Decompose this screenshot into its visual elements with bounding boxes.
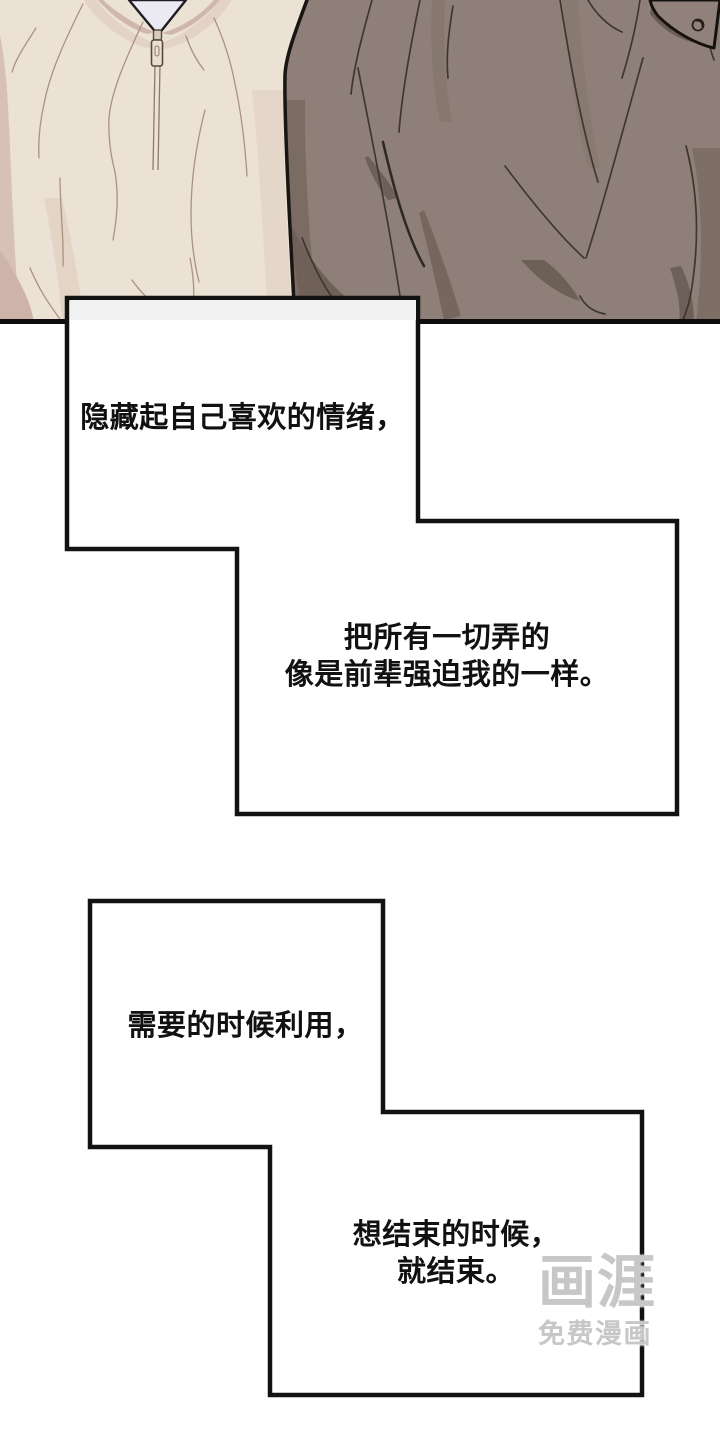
watermark: 画涯 免费漫画: [538, 1252, 656, 1349]
narration-line: 就结束。: [396, 1255, 515, 1288]
narration-line: 把所有一切弄的: [343, 622, 551, 654]
zipper-pull: [150, 39, 164, 67]
huaya-logo-watermark: 画涯: [538, 1250, 657, 1315]
narration-text-4: 想结束的时候， 就结束。: [270, 1112, 642, 1395]
watermark-subtitle: 免费漫画: [538, 1319, 652, 1349]
zipper: [150, 29, 164, 171]
collar-button: [691, 18, 705, 32]
narration-line: 隐藏起自己喜欢的情绪，: [80, 401, 405, 434]
narration-line: 想结束的时候，: [352, 1218, 560, 1251]
character-right-jacket: [283, 0, 720, 324]
narration-line: 需要的时候利用，: [127, 1009, 364, 1042]
narration-text-3: 需要的时候利用，: [90, 901, 383, 1151]
comic-art-panel: [0, 0, 720, 324]
shirt-collar: [127, 0, 188, 37]
panel-tint-strip: [70, 300, 416, 320]
narration-panel-lower: [87, 898, 645, 1398]
character-left-sweater: [0, 0, 320, 322]
narration-text-1: 隐藏起自己喜欢的情绪，: [67, 298, 418, 538]
narration-text-2: 把所有一切弄的 像是前辈强迫我的一样。: [237, 521, 677, 793]
jacket-collar-flap: [648, 0, 720, 50]
narration-panel-upper: [64, 295, 680, 817]
narration-line: 像是前辈强迫我的一样。: [284, 659, 610, 691]
